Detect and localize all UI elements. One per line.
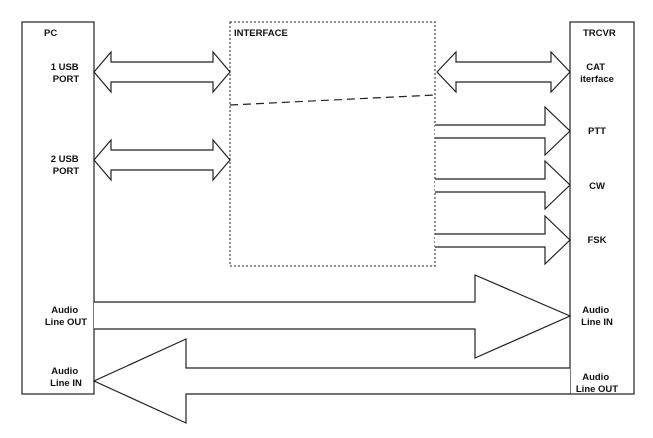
interface-divider [229, 94, 436, 106]
audio-out-to-trcvr-arrow [94, 274, 572, 359]
interface-title: INTERFACE [234, 28, 288, 39]
trcvr-cw-label: CW [589, 181, 605, 192]
cw-arrow [435, 159, 571, 211]
trcvr-cat-label: CAT iterface [580, 62, 614, 85]
pc-usb2-label: 2 USB PORT [51, 154, 82, 177]
trcvr-audio-out-label: Audio Line OUT [576, 372, 618, 395]
pc-block [21, 21, 95, 395]
trcvr-block [569, 21, 635, 395]
pc-audio-in-label: Audio Line IN [50, 366, 82, 389]
pc-audio-out-label: Audio Line OUT [45, 305, 87, 328]
pc-usb1-label: 1 USB PORT [51, 62, 82, 85]
trcvr-title: TRCVR [583, 28, 616, 39]
usb2-double-arrow [93, 138, 231, 182]
audio-trcvr-to-pc-arrow [92, 338, 570, 424]
cat-double-arrow [436, 50, 571, 94]
interface-block [229, 21, 436, 267]
trcvr-audio-in-label: Audio Line IN [581, 305, 613, 328]
fsk-arrow [435, 214, 571, 266]
trcvr-fsk-label: FSK [588, 235, 607, 246]
pc-title: PC [44, 28, 57, 39]
usb1-double-arrow [93, 50, 231, 94]
trcvr-ptt-label: PTT [588, 126, 606, 137]
ptt-arrow [435, 105, 571, 157]
